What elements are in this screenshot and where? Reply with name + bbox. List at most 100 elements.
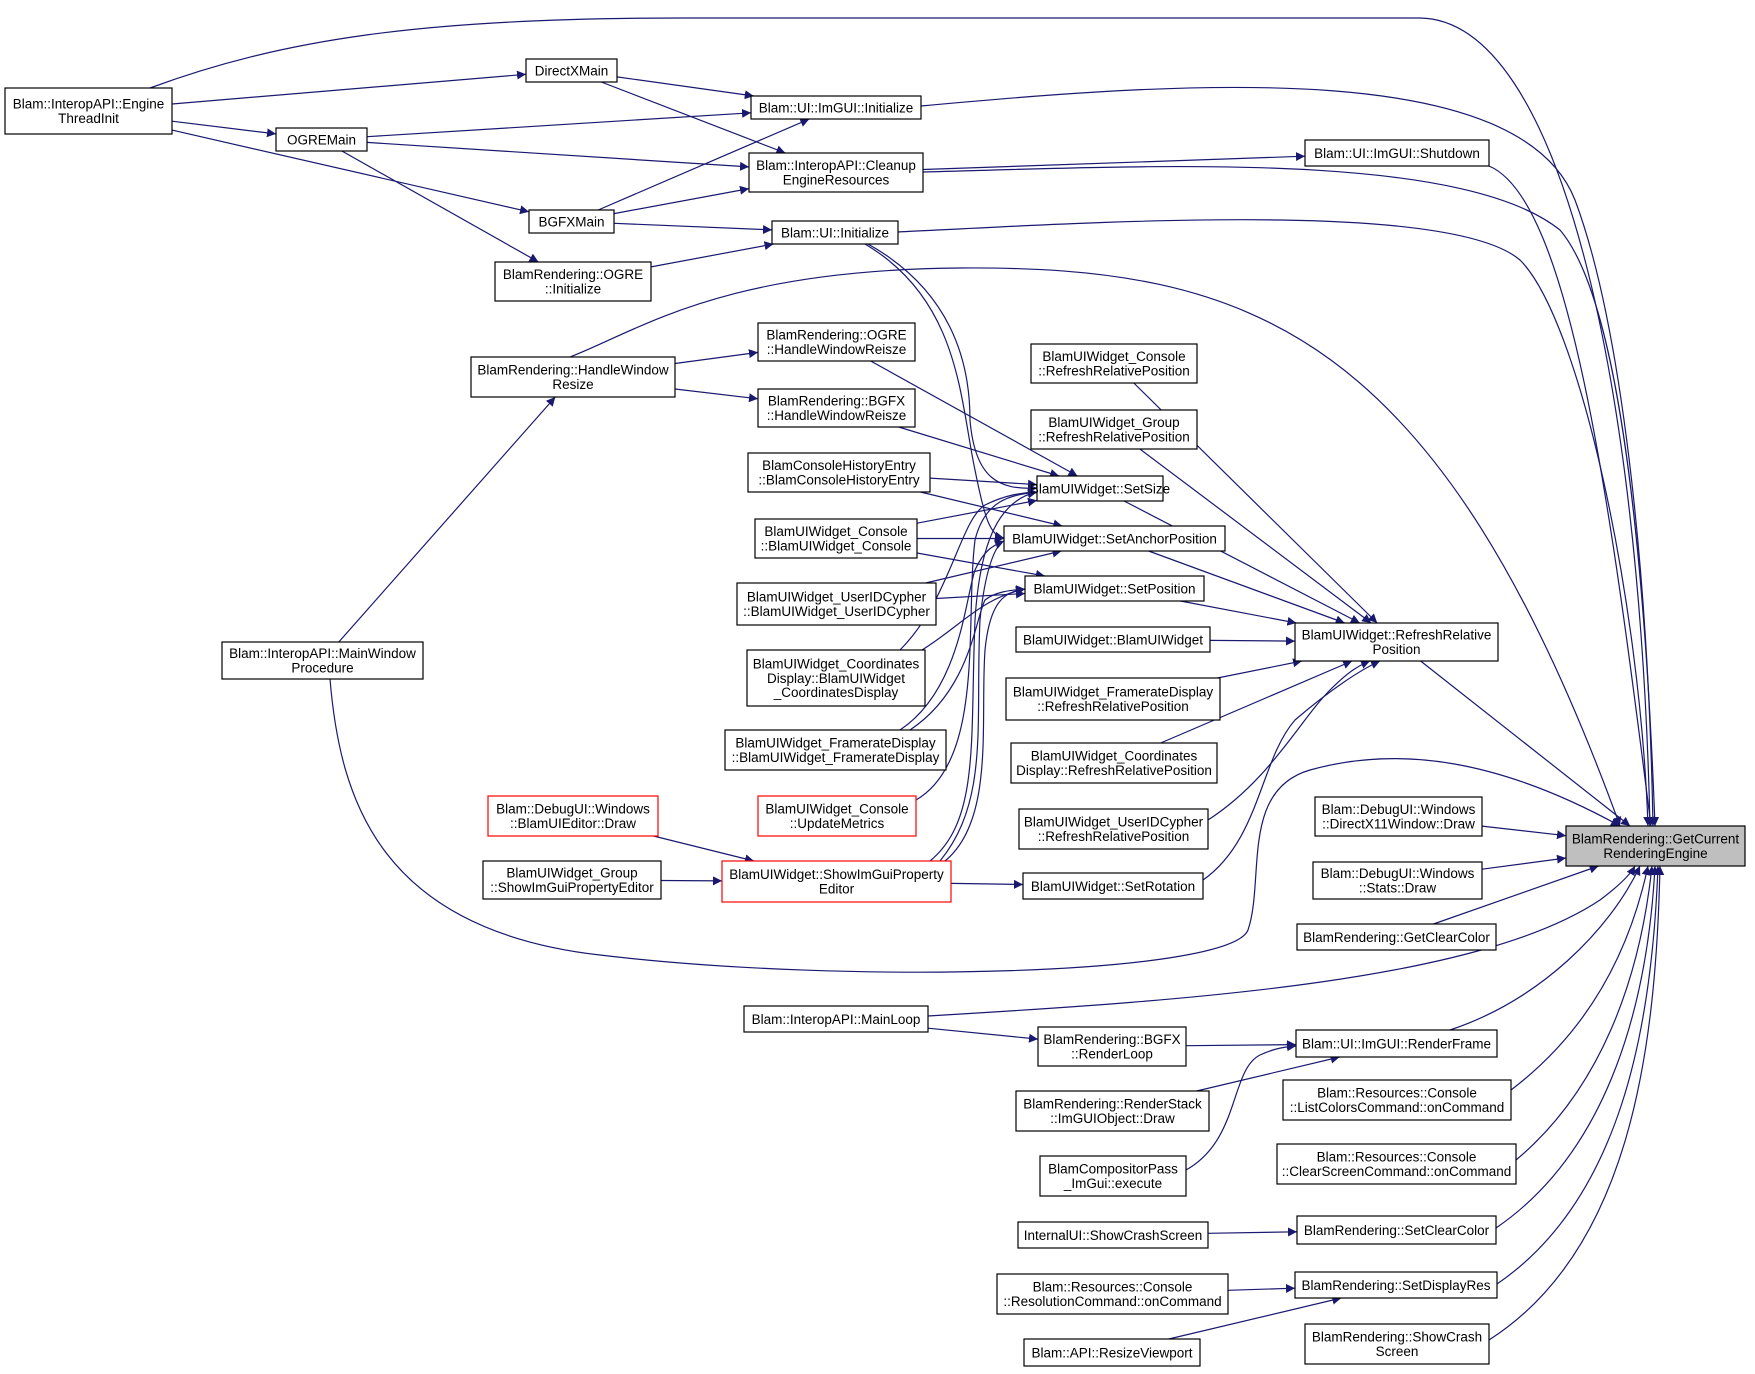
node-box[interactable] bbox=[1024, 575, 1205, 602]
node-setanchorposition[interactable]: BlamUIWidget::SetAnchorPosition bbox=[1003, 525, 1226, 552]
node-box[interactable] bbox=[275, 127, 368, 152]
node-bgfx_handleresize[interactable]: BlamRendering::BGFX::HandleWindowReisze bbox=[757, 388, 916, 428]
node-resolutioncommand[interactable]: Blam::Resources::Console::ResolutionComm… bbox=[996, 1273, 1229, 1315]
node-compositor_execute[interactable]: BlamCompositorPass_ImGui::execute bbox=[1039, 1155, 1187, 1197]
node-setclearcolor[interactable]: BlamRendering::SetClearColor bbox=[1296, 1215, 1497, 1245]
node-box[interactable] bbox=[4, 87, 173, 135]
node-box[interactable] bbox=[221, 641, 424, 680]
node-box[interactable] bbox=[996, 1273, 1229, 1315]
node-mainloop[interactable]: Blam::InteropAPI::MainLoop bbox=[743, 1005, 929, 1033]
node-imgui_renderframe[interactable]: Blam::UI::ImGUI::RenderFrame bbox=[1295, 1029, 1498, 1058]
node-framerate_ctor[interactable]: BlamUIWidget_FramerateDisplay::BlamUIWid… bbox=[724, 729, 947, 771]
node-box[interactable] bbox=[724, 729, 947, 771]
node-console_refresh[interactable]: BlamUIWidget_Console::RefreshRelativePos… bbox=[1030, 343, 1198, 384]
node-box[interactable] bbox=[1023, 1338, 1201, 1367]
node-box[interactable] bbox=[1304, 1323, 1490, 1365]
node-framerate_refresh[interactable]: BlamUIWidget_FramerateDisplay::RefreshRe… bbox=[1005, 677, 1221, 721]
node-box[interactable] bbox=[736, 582, 937, 626]
node-box[interactable] bbox=[1015, 626, 1211, 653]
node-box[interactable] bbox=[487, 795, 659, 837]
node-box[interactable] bbox=[754, 518, 918, 559]
node-box[interactable] bbox=[1312, 861, 1483, 900]
node-box[interactable] bbox=[525, 58, 618, 83]
node-box[interactable] bbox=[1003, 525, 1226, 552]
node-getclearcolor[interactable]: BlamRendering::GetClearColor bbox=[1296, 923, 1497, 951]
node-resizeviewport[interactable]: Blam::API::ResizeViewport bbox=[1023, 1338, 1201, 1367]
node-historyentry[interactable]: BlamConsoleHistoryEntry::BlamConsoleHist… bbox=[747, 452, 931, 493]
node-renderstack_draw[interactable]: BlamRendering::RenderStack::ImGUIObject:… bbox=[1015, 1090, 1210, 1132]
node-box[interactable] bbox=[1037, 1026, 1187, 1067]
node-box[interactable] bbox=[721, 860, 952, 903]
node-group_refresh[interactable]: BlamUIWidget_Group::RefreshRelativePosit… bbox=[1030, 409, 1198, 450]
node-imgui_initialize[interactable]: Blam::UI::ImGUI::Initialize bbox=[750, 95, 922, 120]
node-box[interactable] bbox=[771, 220, 899, 245]
node-box[interactable] bbox=[1039, 1155, 1187, 1197]
node-box[interactable] bbox=[1030, 409, 1198, 450]
node-bgfxmain[interactable]: BGFXMain bbox=[528, 209, 615, 234]
node-box[interactable] bbox=[757, 322, 916, 362]
node-box[interactable] bbox=[1018, 808, 1209, 850]
node-box[interactable] bbox=[748, 152, 924, 193]
node-blamuiwidget_ctor[interactable]: BlamUIWidget::BlamUIWidget bbox=[1015, 626, 1211, 653]
node-box[interactable] bbox=[1005, 677, 1221, 721]
node-coords_ctor[interactable]: BlamUIWidget_CoordinatesDisplay::BlamUIW… bbox=[746, 649, 926, 707]
node-ogre_initialize[interactable]: BlamRendering::OGRE::Initialize bbox=[494, 261, 652, 302]
node-setdisplayres[interactable]: BlamRendering::SetDisplayRes bbox=[1294, 1271, 1498, 1299]
node-box[interactable] bbox=[757, 795, 917, 837]
node-box[interactable] bbox=[746, 649, 926, 707]
node-box[interactable] bbox=[1296, 923, 1497, 951]
node-coords_refresh[interactable]: BlamUIWidget_CoordinatesDisplay::Refresh… bbox=[1010, 742, 1218, 784]
node-showcrashscreen[interactable]: BlamRendering::ShowCrashScreen bbox=[1304, 1323, 1490, 1365]
node-box[interactable] bbox=[482, 860, 662, 900]
node-ui_initialize[interactable]: Blam::UI::Initialize bbox=[771, 220, 899, 245]
node-box[interactable] bbox=[1015, 1090, 1210, 1132]
node-box[interactable] bbox=[750, 95, 922, 120]
node-box[interactable] bbox=[1314, 796, 1483, 837]
node-userid_ctor[interactable]: BlamUIWidget_UserIDCypher::BlamUIWidget_… bbox=[736, 582, 937, 626]
node-box[interactable] bbox=[1010, 742, 1218, 784]
node-box[interactable] bbox=[1294, 622, 1499, 662]
node-box[interactable] bbox=[1036, 475, 1164, 502]
node-setrotation[interactable]: BlamUIWidget::SetRotation bbox=[1022, 872, 1204, 900]
node-uieditor_draw[interactable]: Blam::DebugUI::Windows::BlamUIEditor::Dr… bbox=[487, 795, 659, 837]
node-ogre_handleresize[interactable]: BlamRendering::OGRE::HandleWindowReisze bbox=[757, 322, 916, 362]
node-box[interactable] bbox=[1295, 1029, 1498, 1058]
node-group_showimgui[interactable]: BlamUIWidget_Group::ShowImGuiPropertyEdi… bbox=[482, 860, 662, 900]
node-box[interactable] bbox=[1304, 139, 1490, 167]
node-box[interactable] bbox=[1022, 872, 1204, 900]
node-console_updatemetrics[interactable]: BlamUIWidget_Console::UpdateMetrics bbox=[757, 795, 917, 837]
node-directx11_draw[interactable]: Blam::DebugUI::Windows::DirectX11Window:… bbox=[1314, 796, 1483, 837]
node-bgfx_renderloop[interactable]: BlamRendering::BGFX::RenderLoop bbox=[1037, 1026, 1187, 1067]
node-imgui_shutdown[interactable]: Blam::UI::ImGUI::Shutdown bbox=[1304, 139, 1490, 167]
node-box[interactable] bbox=[470, 356, 676, 398]
node-box[interactable] bbox=[1282, 1079, 1512, 1121]
node-box[interactable] bbox=[1017, 1221, 1209, 1249]
node-box[interactable] bbox=[1296, 1215, 1497, 1245]
node-directxmain[interactable]: DirectXMain bbox=[525, 58, 618, 83]
node-box[interactable] bbox=[757, 388, 916, 428]
node-box[interactable] bbox=[494, 261, 652, 302]
node-setposition[interactable]: BlamUIWidget::SetPosition bbox=[1024, 575, 1205, 602]
node-clearscreen[interactable]: Blam::Resources::Console::ClearScreenCom… bbox=[1276, 1143, 1517, 1185]
node-console_ctor[interactable]: BlamUIWidget_Console::BlamUIWidget_Conso… bbox=[754, 518, 918, 559]
node-ogremain[interactable]: OGREMain bbox=[275, 127, 368, 152]
node-showimguiproperty[interactable]: BlamUIWidget::ShowImGuiPropertyEditor bbox=[721, 860, 952, 903]
node-setsize[interactable]: BlamUIWidget::SetSize bbox=[1030, 475, 1170, 502]
node-box[interactable] bbox=[1294, 1271, 1498, 1299]
node-userid_refresh[interactable]: BlamUIWidget_UserIDCypher::RefreshRelati… bbox=[1018, 808, 1209, 850]
node-box[interactable] bbox=[1276, 1143, 1517, 1185]
node-box[interactable] bbox=[1030, 343, 1198, 384]
node-stats_draw[interactable]: Blam::DebugUI::Windows::Stats::Draw bbox=[1312, 861, 1483, 900]
node-refreshrelative[interactable]: BlamUIWidget::RefreshRelativePosition bbox=[1294, 622, 1499, 662]
node-box[interactable] bbox=[743, 1005, 929, 1033]
node-showcrashscreen_internal[interactable]: InternalUI::ShowCrashScreen bbox=[1017, 1221, 1209, 1249]
node-box[interactable] bbox=[747, 452, 931, 493]
node-box[interactable] bbox=[528, 209, 615, 234]
node-box[interactable] bbox=[1565, 825, 1746, 867]
node-listcolors[interactable]: Blam::Resources::Console::ListColorsComm… bbox=[1282, 1079, 1512, 1121]
